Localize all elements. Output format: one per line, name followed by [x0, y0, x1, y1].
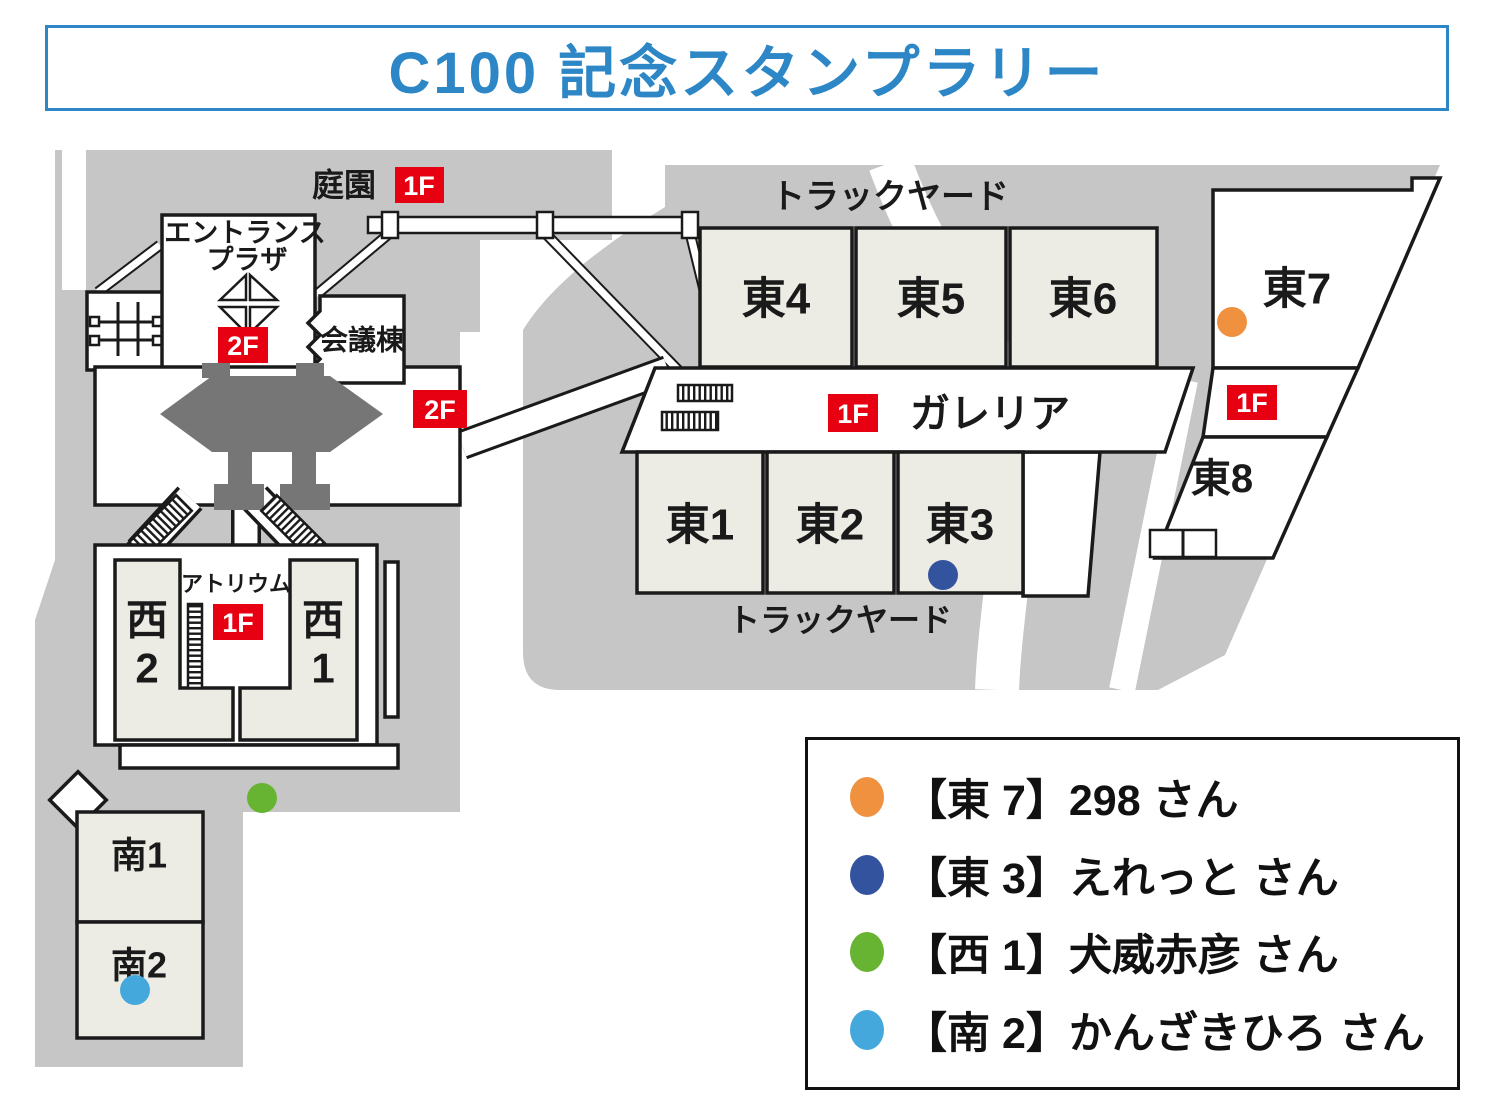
- promenade-band: [366, 215, 693, 235]
- legend-label: 【東 7】298 さん: [904, 776, 1239, 825]
- badge-plaza-east-2f: [413, 390, 467, 428]
- stamp-dots: [120, 307, 1247, 1005]
- title-box: C100 記念スタンプラリー: [45, 25, 1449, 111]
- hall-west2: [113, 558, 235, 742]
- west-halls-band: [118, 743, 400, 770]
- galleria-band: [619, 366, 1196, 454]
- hall-east2: [765, 450, 896, 595]
- legend-label: 【東 3】えれっと さん: [904, 854, 1339, 903]
- label-east2: 東2: [796, 501, 864, 550]
- label-west2-num: 2: [135, 645, 158, 692]
- atrium-escalator-stripes: [186, 602, 204, 690]
- legend-dot-orange: [850, 776, 884, 817]
- label-truckyard-bottom: トラックヤード: [728, 602, 952, 638]
- floor-badges: 1F 2F 2F 1F 1F 1F: [213, 167, 1277, 640]
- label-east8: 東8: [1191, 457, 1253, 501]
- legend-dot-blue: [850, 854, 884, 895]
- label-atrium: アトリウム: [181, 572, 291, 597]
- label-conference-tower: 会議棟: [320, 324, 405, 356]
- elevated-walkways: [94, 210, 730, 460]
- hall-east4: [698, 226, 854, 369]
- label-east1: 東1: [666, 501, 734, 550]
- garden-structure-box: [85, 290, 165, 372]
- legend-label: 【南 2】かんざきひろ さん: [904, 1010, 1425, 1059]
- badge-garden-1f: [395, 167, 444, 203]
- label-east7: 東7: [1263, 265, 1331, 314]
- label-entrance-plaza: エントランス: [164, 218, 325, 248]
- hall-west1: [238, 558, 359, 742]
- label-east6: 東6: [1049, 275, 1117, 324]
- svg-text:2F: 2F: [424, 395, 456, 425]
- east3-side-area: [1021, 450, 1102, 598]
- hall-east5: [854, 226, 1008, 369]
- badge-atrium-1f: [213, 604, 263, 640]
- label-garden: 庭園: [312, 167, 376, 203]
- legend-dot-lightblue: [850, 1010, 884, 1051]
- east-gate-corridor: [1200, 366, 1361, 439]
- legend-label: 【西 1】犬威赤彦 さん: [904, 932, 1339, 981]
- dot-east3: [928, 560, 958, 590]
- svg-text:1F: 1F: [403, 171, 435, 201]
- label-truckyard-top: トラックヤード: [771, 178, 1009, 216]
- promenade-node: [535, 210, 555, 240]
- dot-south2: [120, 975, 150, 1005]
- page-title: C100 記念スタンプラリー: [388, 41, 1106, 106]
- promenade-node: [380, 210, 400, 240]
- entrance-plaza-arrows-icon: [216, 272, 281, 337]
- label-entrance-plaza: プラザ: [207, 245, 288, 275]
- label-east4: 東4: [742, 275, 811, 324]
- conference-tower-silhouette: [160, 363, 383, 510]
- label-galleria: ガレリア: [910, 392, 1070, 436]
- dot-east7: [1217, 307, 1247, 337]
- legend-row-east3: 【東 3】えれっと さん: [848, 844, 1457, 906]
- svg-text:1F: 1F: [837, 399, 869, 429]
- promenade-node: [680, 210, 700, 240]
- legend-row-east7: 【東 7】298 さん: [848, 766, 1457, 828]
- legend-box: 【東 7】298 さん 【東 3】えれっと さん 【西 1】犬威赤彦 さん 【南…: [805, 737, 1460, 1090]
- hall-east8: [1152, 435, 1330, 560]
- label-east3: 東3: [926, 501, 994, 550]
- label-east5: 東5: [897, 275, 965, 324]
- svg-text:2F: 2F: [227, 331, 259, 361]
- west-complex: [85, 213, 462, 770]
- hall-east3: [896, 450, 1025, 595]
- galleria-stairs-stripes: [660, 410, 720, 432]
- legend-row-south2: 【南 2】かんざきひろ さん: [848, 999, 1457, 1061]
- legend-dot-green: [850, 932, 884, 973]
- badge-galleria-1f: [828, 394, 878, 432]
- hall-south1: [75, 810, 205, 924]
- badge-entrance-2f: [218, 327, 268, 363]
- south-complex: [47, 769, 205, 1040]
- badge-east-gate-1f: [1227, 385, 1277, 420]
- east-complex: [619, 176, 1443, 598]
- hall-east1: [635, 450, 765, 595]
- label-west1-num: 1: [311, 645, 334, 692]
- label-south1: 南1: [111, 835, 167, 876]
- legend-row-west1: 【西 1】犬威赤彦 さん: [848, 921, 1457, 983]
- dot-west1: [247, 783, 277, 813]
- west-side-strip: [383, 560, 400, 719]
- label-west2: 西: [126, 597, 168, 644]
- garden-structure-icon: [88, 302, 164, 356]
- svg-text:1F: 1F: [1236, 388, 1268, 418]
- galleria-stairs-stripes: [676, 383, 734, 403]
- label-west1: 西: [302, 597, 344, 644]
- svg-text:1F: 1F: [222, 608, 254, 638]
- map-labels: 庭園 エントランス プラザ 会議棟 トラックヤード トラックヤード ガレリア ア…: [111, 167, 1331, 986]
- conference-tower-box: [305, 294, 406, 385]
